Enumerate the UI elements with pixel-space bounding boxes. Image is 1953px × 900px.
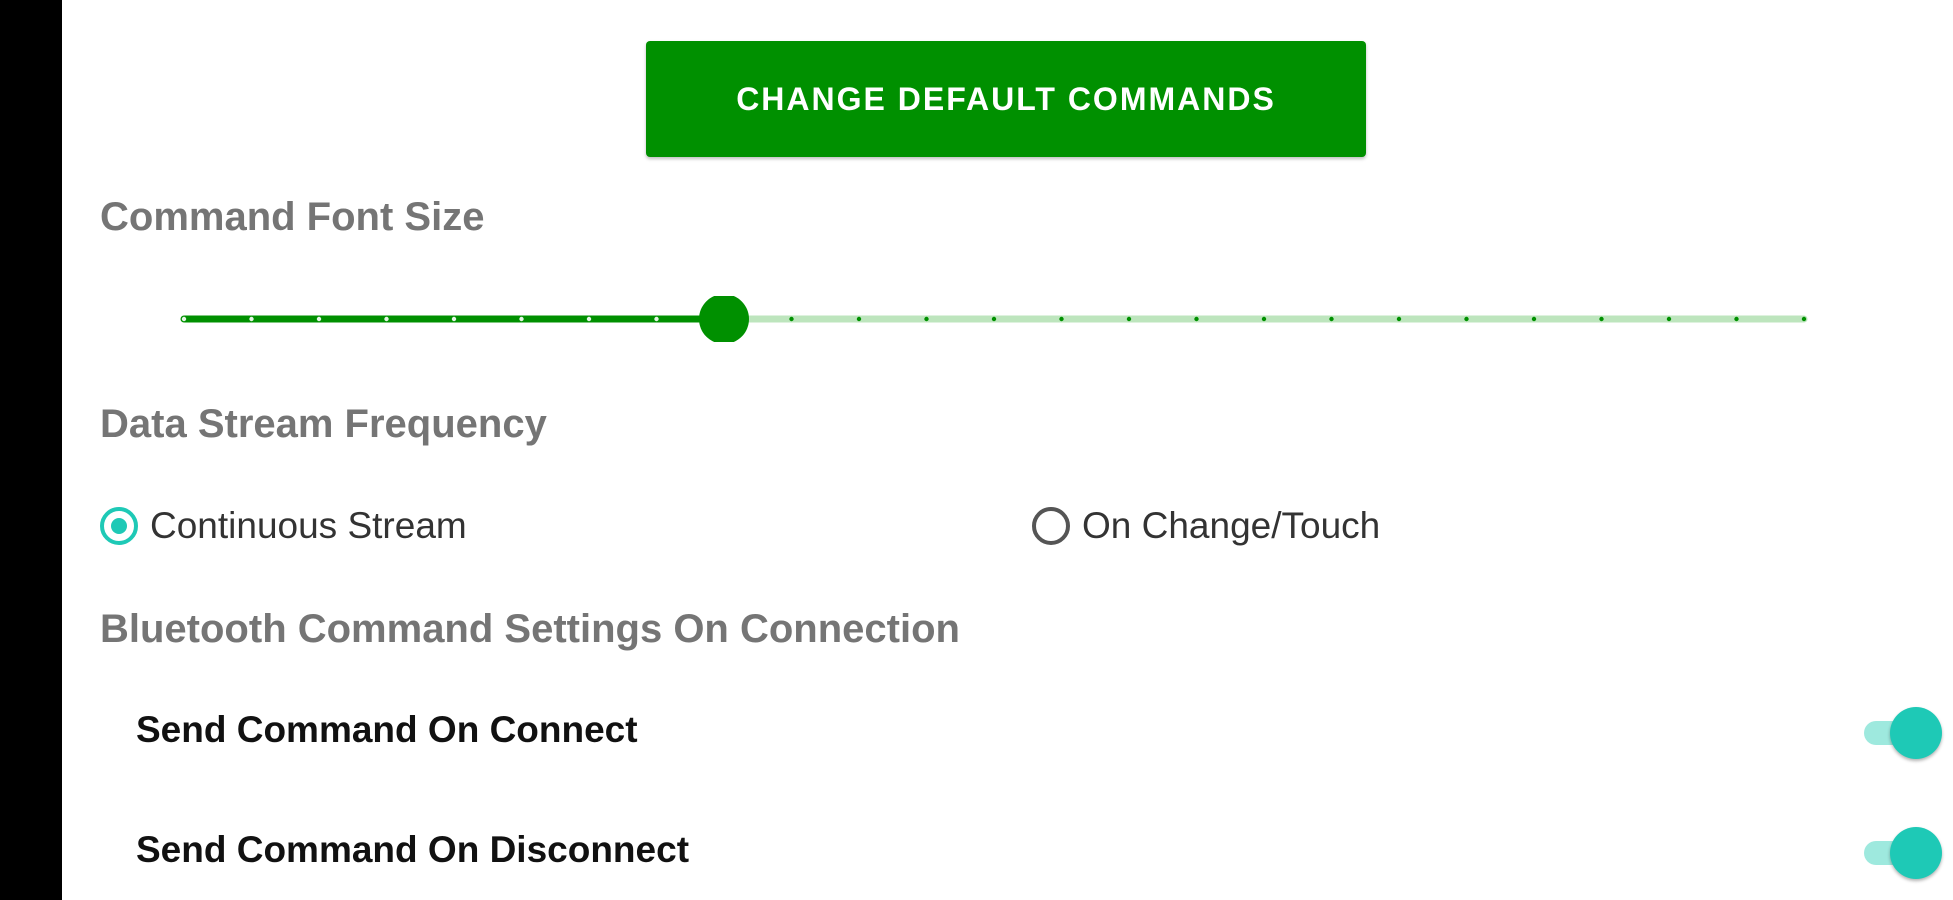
switch-label: Send Command On Disconnect [136, 829, 690, 870]
slider-tick [586, 316, 592, 322]
slider-tick [1261, 316, 1267, 322]
slider-tick [1059, 316, 1064, 322]
font-size-slider[interactable] [122, 296, 1882, 342]
slider-tick [384, 316, 389, 322]
slider-tick [1464, 316, 1469, 322]
slider-tick [1329, 316, 1334, 322]
send-command-on-connect-switch[interactable] [1860, 707, 1946, 759]
slider-tick [924, 316, 929, 322]
command-font-size-title: Command Font Size [100, 195, 485, 239]
slider-thumb[interactable] [699, 296, 749, 342]
send-command-on-connect-row: Send Command On Connect [136, 697, 1942, 767]
slider-tick [1666, 316, 1672, 322]
slider-tick [1531, 316, 1537, 322]
switch-thumb[interactable] [1890, 827, 1942, 879]
switch-label: Send Command On Connect [136, 709, 638, 750]
slider-tick [249, 316, 254, 322]
frequency-radio-group: Continuous Stream On Change/Touch [100, 496, 1600, 556]
radio-label: Continuous Stream [150, 505, 467, 546]
slider-tick [1396, 316, 1402, 322]
radio-button-icon[interactable] [100, 507, 138, 545]
slider-tick [1801, 316, 1807, 322]
radio-on-change-touch[interactable]: On Change/Touch [1032, 496, 1380, 556]
slider-tick [856, 316, 862, 322]
radio-continuous-stream[interactable]: Continuous Stream [100, 496, 467, 556]
slider-tick [1194, 316, 1199, 322]
change-default-commands-button[interactable]: CHANGE DEFAULT COMMANDS [646, 41, 1366, 157]
switch-thumb[interactable] [1890, 707, 1942, 759]
bluetooth-command-settings-title: Bluetooth Command Settings On Connection [100, 607, 960, 651]
settings-panel: CHANGE DEFAULT COMMANDS Command Font Siz… [62, 0, 1953, 900]
slider-tick [1599, 316, 1604, 322]
data-stream-frequency-title: Data Stream Frequency [100, 402, 547, 446]
slider-tick [181, 316, 187, 322]
send-command-on-disconnect-row: Send Command On Disconnect [136, 817, 1942, 887]
slider-tick [1126, 316, 1132, 322]
left-edge-bar [0, 0, 62, 900]
slider-tick [654, 316, 659, 322]
slider-tick [789, 316, 794, 322]
slider-tick [519, 316, 524, 322]
slider-tick [316, 316, 322, 322]
slider-tick [451, 316, 457, 322]
slider-tick [991, 316, 997, 322]
radio-button-icon[interactable] [1032, 507, 1070, 545]
radio-label: On Change/Touch [1082, 505, 1381, 546]
send-command-on-disconnect-switch[interactable] [1860, 827, 1946, 879]
slider-tick [1734, 316, 1739, 322]
